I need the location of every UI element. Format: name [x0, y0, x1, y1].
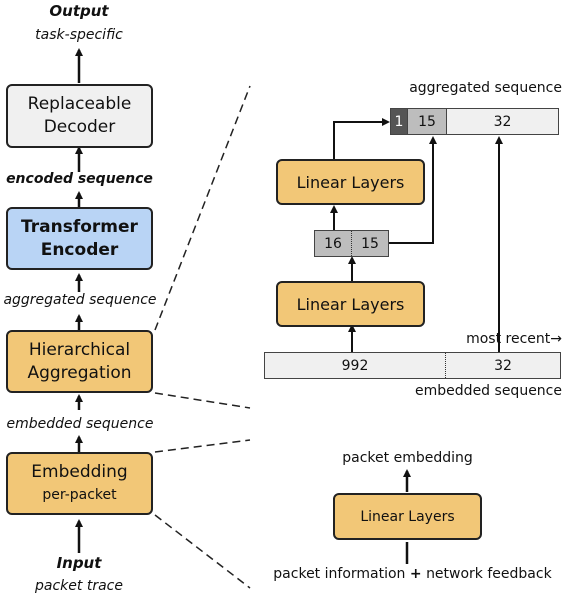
transformer-encoder-box: Transformer Encoder	[6, 207, 153, 270]
cell-32: 32	[447, 109, 558, 134]
arrow-linear-to-cell1	[333, 118, 390, 159]
hierarchical-aggregation-box: Hierarchical Aggregation	[6, 330, 153, 393]
leader-agg-bottom	[154, 392, 251, 409]
leader-emb-top	[154, 439, 251, 453]
panel-aggregated-sequence-label: aggregated sequence	[409, 80, 562, 96]
network-feedback-text: network feedback	[426, 566, 552, 582]
arrow-mid15-to-cell15	[389, 136, 437, 244]
leader-emb-bottom	[154, 514, 251, 589]
input-title: Input	[56, 554, 102, 572]
linear-layers-bottom: Linear Layers	[276, 281, 425, 327]
leader-agg-top	[154, 85, 251, 331]
most-recent-label: most recent→	[466, 331, 562, 347]
encoder-line-2: Encoder	[40, 239, 119, 260]
input-subtitle: packet trace	[35, 578, 123, 594]
encoder-line-1: Transformer	[21, 216, 138, 237]
cell-16: 16	[315, 231, 352, 256]
embedding-title: Embedding	[31, 462, 128, 482]
aggregation-line-2: Aggregation	[27, 362, 132, 383]
aggregation-line-1: Hierarchical	[28, 339, 131, 360]
panel-embedded-sequence-label: embedded sequence	[415, 383, 562, 399]
embedded-sequence-bar: 992 32	[264, 352, 561, 379]
aggregated-sequence-label: aggregated sequence	[3, 292, 157, 308]
cell-15: 15	[408, 109, 447, 134]
cell-15-mid: 15	[361, 235, 379, 252]
embedding-subtitle: per-packet	[42, 487, 117, 503]
replaceable-decoder-box: Replaceable Decoder	[6, 84, 153, 148]
encoded-sequence-label: encoded sequence	[6, 171, 153, 187]
cell-32-bottom: 32	[494, 357, 512, 374]
output-title: Output	[49, 2, 109, 20]
cell-992: 992	[265, 353, 446, 378]
decoder-line-2: Decoder	[43, 117, 116, 137]
plus-sign: +	[409, 566, 422, 582]
embedding-box: Embedding per-packet	[6, 452, 153, 515]
aggregated-sequence-bar: 1 15 32	[390, 108, 559, 135]
intermediate-sequence-bar: 16 15	[314, 230, 389, 257]
output-subtitle: task-specific	[35, 27, 123, 43]
linear-layers-top: Linear Layers	[276, 159, 425, 205]
linear-layers-embedding: Linear Layers	[333, 493, 482, 540]
cell-1: 1	[391, 109, 408, 134]
decoder-line-1: Replaceable	[27, 94, 132, 114]
packet-information-text: packet information	[273, 566, 406, 582]
packet-embedding-label: packet embedding	[342, 450, 473, 466]
embedded-sequence-label: embedded sequence	[6, 416, 154, 432]
packet-input-label: packet information + network feedback	[255, 566, 570, 582]
